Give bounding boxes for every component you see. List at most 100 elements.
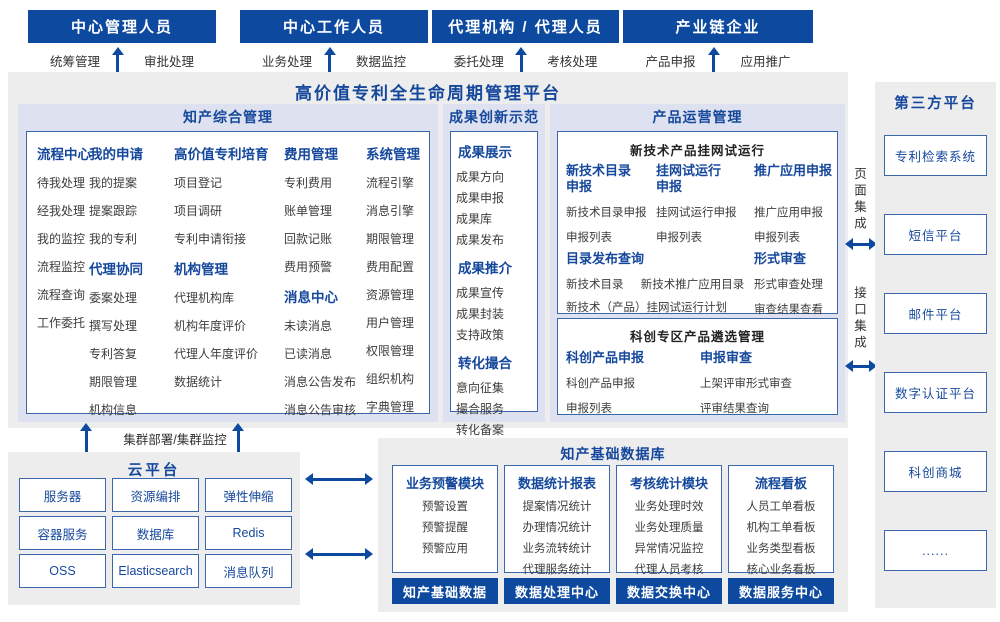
item-label: Redis	[205, 516, 292, 550]
panel-ip-management: 知产综合管理 流程中心待我处理经我处理我的监控流程监控流程查询工作委托 我的申请…	[18, 104, 438, 422]
item-label: 容器服务	[19, 516, 106, 550]
group-header: 消息中心	[284, 290, 338, 305]
footer-data-exchange-center: 数据交换中心	[616, 578, 722, 604]
item-label: 项目调研	[174, 204, 223, 218]
item-label: 预警设置	[422, 501, 468, 513]
panel-ip-base-database: 知产基础数据库 业务预警模块 预警设置预警提醒预警应用 数据统计报表 提案情况统…	[378, 438, 848, 612]
item-label: 我的监控	[37, 232, 86, 246]
group-header: 机构管理	[174, 262, 228, 277]
ip-column-patent-cultivation: 高价值专利培育项目登记项目调研专利申请衔接机构管理代理机构库机构年度评价代理人年…	[174, 143, 269, 401]
item-label: 流程监控	[37, 260, 86, 274]
item-label: 申报列表	[754, 232, 800, 244]
item-label: 转化备案	[456, 423, 505, 437]
panel-title: 第三方平台	[894, 96, 977, 112]
module-business-alert: 业务预警模块 预警设置预警提醒预警应用	[392, 465, 498, 573]
module-items: 人员工单看板机构工单看板业务类型看板核心业务看板	[729, 498, 833, 577]
double-arrow-vertical-icon	[231, 423, 245, 462]
item-label: 意向征集	[456, 381, 505, 395]
module-header: 数据统计报表	[517, 476, 596, 491]
item-label: 项目登记	[174, 176, 223, 190]
item-label: 流程引擎	[366, 176, 415, 190]
group-catalog-publish-query: 目录发布查询 新技术目录 新技术推广应用目录 新技术（产品）挂网试运行计划	[566, 251, 752, 322]
item-label: 成果方向	[456, 170, 505, 184]
item-label: 撰写处理	[89, 319, 138, 333]
panel-body: 流程中心待我处理经我处理我的监控流程监控流程查询工作委托 我的申请我的提案提案跟…	[26, 131, 430, 417]
item-label: 机构年度评价	[174, 319, 247, 333]
item-label: 科创产品申报	[566, 378, 635, 390]
group-header: 我的申请	[89, 147, 143, 162]
item-label: 新技术（产品）挂网试运行计划	[566, 302, 727, 314]
module-statistics-report: 数据统计报表 提案情况统计办理情况统计业务流转统计代理服务统计	[504, 465, 610, 576]
item-label: 权限管理	[366, 344, 415, 358]
module-header: 业务预警模块	[405, 476, 484, 491]
item-label: 数字认证平台	[884, 372, 987, 413]
item-label: 业务处理时效	[634, 501, 704, 513]
item-label: 消息公告发布	[284, 375, 357, 389]
item-label: 撮合服务	[456, 402, 505, 416]
item-label: 申报列表	[566, 403, 612, 415]
double-arrow-vertical-icon	[707, 47, 721, 81]
panel-title: 产品运营管理	[652, 109, 743, 125]
group-header: 成果推介	[458, 261, 512, 276]
item-label: 期限管理	[366, 232, 415, 246]
group-header: 流程中心	[37, 147, 91, 162]
module-header: 考核统计模块	[629, 476, 708, 491]
item-label: 已读消息	[284, 347, 333, 361]
double-arrow-vertical-icon	[323, 47, 337, 81]
actor-center-managers: 中心管理人员 统筹管理 审批处理	[28, 10, 216, 74]
item-label: 申报列表	[656, 232, 702, 244]
footer-data-processing-center: 数据处理中心	[504, 578, 610, 604]
group-scitech-product-declare: 科创产品申报科创产品申报申报列表	[566, 350, 696, 425]
group-declare-review: 申报审查上架评审形式审查评审结果查询	[700, 350, 834, 425]
group-header: 转化撮合	[458, 356, 512, 371]
item-label: 我的专利	[89, 232, 138, 246]
ip-column-fee-management: 费用管理专利费用账单管理回款记账费用预警消息中心未读消息已读消息消息公告发布消息…	[284, 143, 356, 429]
item-label: 审查结果查看	[754, 304, 823, 316]
item-label: 核心业务看板	[746, 564, 816, 576]
item-label: 短信平台	[884, 214, 987, 255]
footer-ip-base-data: 知产基础数据	[392, 578, 498, 604]
item-label: 提案情况统计	[522, 501, 592, 513]
item-label: 我的提案	[89, 176, 138, 190]
item-label: 代理机构库	[174, 291, 235, 305]
item-label: 成果宣传	[456, 286, 505, 300]
item-label: 挂网试运行申报	[656, 207, 737, 219]
group-header: 目录发布查询	[566, 251, 645, 266]
item-label: 回款记账	[284, 232, 333, 246]
actor-title: 中心管理人员	[28, 10, 216, 43]
double-arrow-vertical-icon	[514, 47, 528, 81]
item-label: 新技术目录申报	[566, 207, 647, 219]
group-header: 高价值专利培育	[174, 147, 269, 162]
item-label: 成果申报	[456, 191, 505, 205]
item-label: 待我处理	[37, 176, 86, 190]
ip-column-system-management: 系统管理流程引擎消息引擎期限管理费用配置资源管理用户管理权限管理组织机构字典管理	[366, 143, 420, 426]
actor-title: 中心工作人员	[240, 10, 428, 43]
group-header: 推广应用申报	[754, 163, 833, 178]
ip-column-process-center: 流程中心待我处理经我处理我的监控流程监控流程查询工作委托	[37, 143, 91, 342]
panel-title: 成果创新示范	[449, 109, 539, 125]
item-label: 评审结果查询	[700, 403, 769, 415]
item-label: 弹性伸缩	[205, 478, 292, 512]
module-items: 提案情况统计办理情况统计业务流转统计代理服务统计	[505, 498, 609, 577]
item-row: 新技术目录 新技术推广应用目录	[566, 276, 752, 292]
item-label: 成果封装	[456, 307, 505, 321]
actor-role-label: 业务处理	[261, 55, 312, 69]
item-label: 推广应用申报	[754, 207, 823, 219]
ip-column-my-applications: 我的申请我的提案提案跟踪我的专利代理协同委案处理撰写处理专利答复期限管理机构信息	[89, 143, 143, 429]
group-header: 系统管理	[366, 147, 420, 162]
footer-data-service-center: 数据服务中心	[728, 578, 834, 604]
module-items: 业务处理时效业务处理质量异常情况监控代理人员考核	[617, 498, 721, 577]
panel-title: 知产综合管理	[183, 109, 273, 125]
item-label: 期限管理	[89, 375, 138, 389]
actor-role-label: 审批处理	[143, 55, 194, 69]
section-sci-tech-selection: 科创专区产品遴选管理 科创产品申报科创产品申报申报列表 申报审查上架评审形式审查…	[557, 318, 838, 415]
actor-center-staff: 中心工作人员 业务处理 数据监控	[240, 10, 428, 74]
item-label: 未读消息	[284, 319, 333, 333]
panel-body: 成果展示成果方向成果申报成果库成果发布成果推介成果宣传成果封装支持政策转化撮合意…	[450, 131, 538, 437]
item-label: 专利检索系统	[884, 135, 987, 176]
item-label: 人员工单看板	[746, 501, 816, 513]
item-label: 费用配置	[366, 260, 415, 274]
double-arrow-vertical-icon	[79, 423, 93, 462]
item-label: OSS	[19, 554, 106, 588]
